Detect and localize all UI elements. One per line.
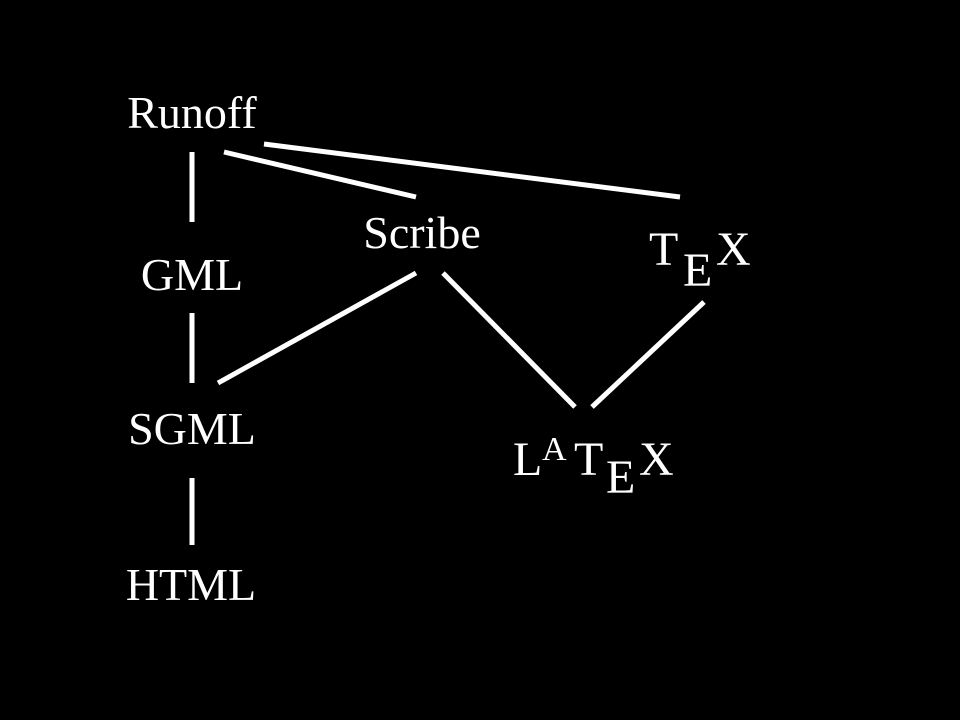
node-scribe: Scribe	[363, 207, 481, 258]
node-html: HTML	[126, 559, 256, 610]
latex-letter-a: A	[542, 431, 567, 468]
latex-letter-t: T	[574, 433, 603, 486]
edge-runoff-tex	[263, 141, 681, 200]
edge-tex-latex	[590, 300, 706, 409]
node-tex: T E X	[649, 223, 751, 297]
latex-letter-l: L	[513, 433, 542, 486]
tex-letter-x: X	[716, 223, 751, 276]
node-sgml: SGML	[128, 403, 256, 454]
edge-scribe-sgml	[216, 270, 418, 386]
tex-letter-e: E	[683, 244, 712, 297]
node-runoff: Runoff	[127, 87, 257, 138]
latex-letter-e: E	[606, 451, 635, 504]
edge-scribe-latex	[441, 271, 577, 409]
node-latex: L A T E X	[513, 431, 674, 504]
tex-letter-t: T	[649, 223, 678, 276]
latex-letter-x: X	[639, 433, 674, 486]
node-gml: GML	[141, 249, 243, 300]
edge-runoff-scribe	[223, 149, 417, 200]
